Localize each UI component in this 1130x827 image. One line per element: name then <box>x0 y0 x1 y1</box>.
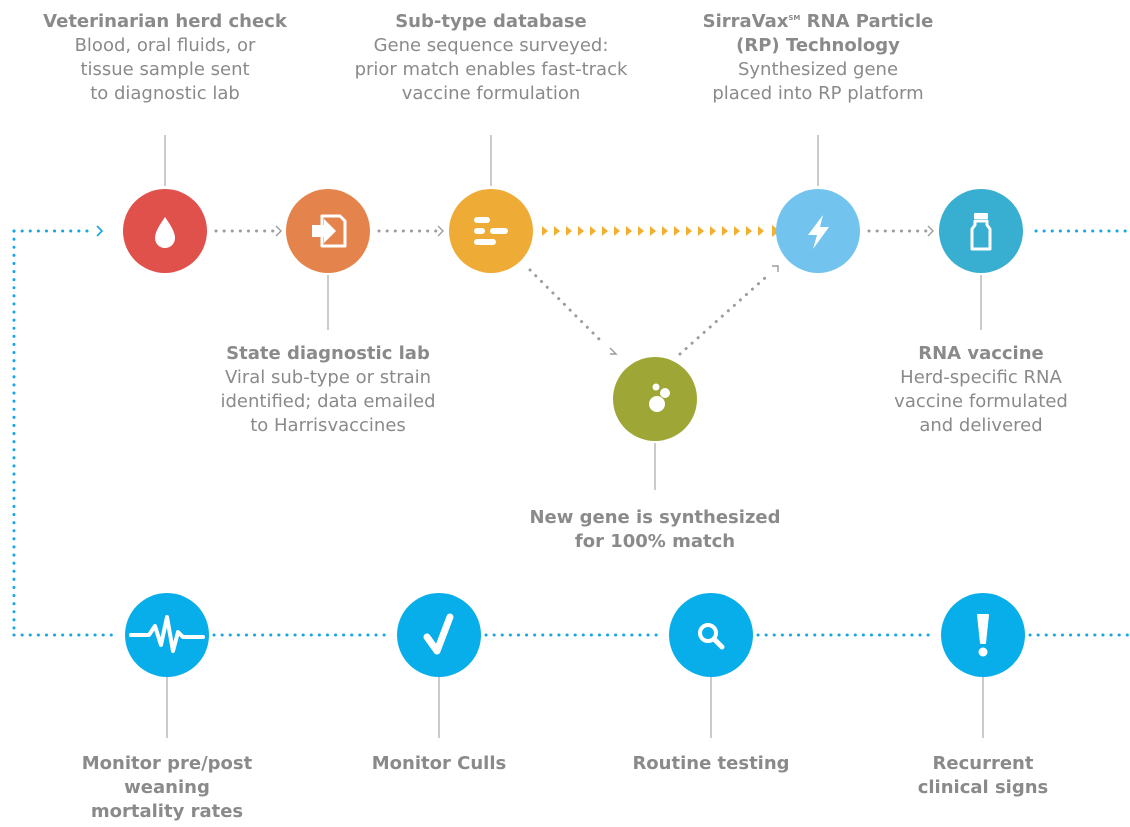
new-gene-node <box>613 357 697 441</box>
monitor-mortality-title-line: weaning <box>124 777 210 798</box>
monitor-mortality-title-line: mortality rates <box>90 801 244 822</box>
state-lab-desc-line: identified; data emailed <box>220 391 436 412</box>
rp-technology-node <box>776 189 860 273</box>
state-lab-desc-line: Viral sub-type or strain <box>224 367 432 388</box>
state-lab-title: State diagnostic lab <box>226 343 430 364</box>
recurrent-signs-title-line: Recurrent <box>932 753 1034 774</box>
database-node <box>449 189 533 273</box>
exclamation-icon <box>977 614 989 657</box>
fast-track-chevron <box>662 226 668 236</box>
rp-technology-desc-line: Synthesized gene <box>737 59 899 80</box>
fast-track-chevron <box>698 226 704 236</box>
fast-track-chevron <box>590 226 596 236</box>
fast-track-chevron <box>566 226 572 236</box>
rna-vaccine-desc-line: vaccine formulated <box>894 391 1068 412</box>
new-gene-title-line: for 100% match <box>574 531 736 552</box>
bottom-row-connectors <box>12 229 1130 637</box>
fast-track-chevron <box>758 226 764 236</box>
database-desc-line: vaccine formulation <box>401 83 581 104</box>
lab-report-icon <box>312 214 347 248</box>
blood-drop-icon <box>155 217 175 248</box>
lab-to-database-arrowhead <box>437 225 444 237</box>
fast-track-chevron <box>722 226 728 236</box>
service-mark: SM <box>788 14 801 22</box>
recurrent-signs-title-line: clinical signs <box>917 777 1049 798</box>
monitor-mortality-title-line: Monitor pre/post <box>81 753 253 774</box>
rna-vaccine-title: RNA vaccine <box>918 343 1044 364</box>
rna-vaccine-label: RNA vaccine Herd-specific RNA vaccine fo… <box>871 342 1091 438</box>
fast-track-chevron <box>638 226 644 236</box>
rp-title-brand: SirraVax <box>702 11 789 32</box>
fast-track-chevron <box>710 226 716 236</box>
herd-to-lab-arrowhead <box>275 225 282 237</box>
rp-technology-label: SirraVaxSM RNA Particle (RP) Technology … <box>678 10 958 106</box>
fast-track-chevron <box>542 226 548 236</box>
herd-check-label: Veterinarian herd check Blood, oral flui… <box>25 10 305 106</box>
rp-technology-title-line2: (RP) Technology <box>736 35 900 56</box>
fast-track-chevron <box>554 226 560 236</box>
gene-to-rp-arrowhead <box>772 265 779 272</box>
monitor-mortality-label: Monitor pre/post weaning mortality rates <box>57 752 277 824</box>
state-lab-label: State diagnostic lab Viral sub-type or s… <box>203 342 453 438</box>
rna-vaccine-desc-line: and delivered <box>919 415 1043 436</box>
feedback-entry-arrowhead <box>96 225 104 237</box>
fast-track-chevron <box>578 226 584 236</box>
heartbeat-icon <box>129 615 205 653</box>
rp-to-vaccine-arrowhead <box>927 225 934 237</box>
magnifier-icon <box>698 623 725 650</box>
vial-icon <box>970 213 992 251</box>
monitor-culls-label: Monitor Culls <box>339 752 539 776</box>
herd-check-desc-line: to diagnostic lab <box>90 83 240 104</box>
database-desc-line: prior match enables fast-track <box>354 59 628 80</box>
routine-testing-title: Routine testing <box>632 753 790 774</box>
top-row-connectors <box>12 225 1130 356</box>
fast-track-chevron <box>602 226 608 236</box>
monitor-mortality-node <box>125 593 209 677</box>
rp-title-rest: RNA Particle <box>800 11 934 32</box>
state-lab-node <box>286 189 370 273</box>
routine-testing-label: Routine testing <box>611 752 811 776</box>
checkmark-icon <box>423 613 454 655</box>
herd-check-title: Veterinarian herd check <box>43 11 287 32</box>
fast-track-chevron <box>746 226 752 236</box>
routine-testing-node <box>669 593 753 677</box>
database-title: Sub-type database <box>395 11 587 32</box>
fast-track-chevron <box>650 226 656 236</box>
fast-track-chevron <box>614 226 620 236</box>
recurrent-signs-label: Recurrent clinical signs <box>883 752 1083 800</box>
fast-track-chevron <box>686 226 692 236</box>
rna-vaccine-desc-line: Herd-specific RNA <box>900 367 1062 388</box>
herd-check-desc-line: tissue sample sent <box>80 59 250 80</box>
vertical-leader-lines <box>164 135 984 738</box>
database-lines-icon <box>474 217 508 245</box>
new-gene-title-line: New gene is synthesized <box>529 507 781 528</box>
herd-check-node <box>123 189 207 273</box>
gene-to-rp-line <box>678 275 768 356</box>
fast-track-chevron <box>734 226 740 236</box>
rna-vaccine-node <box>939 189 1023 273</box>
cells-icon <box>649 383 670 412</box>
fast-track-arrow-line <box>542 225 780 237</box>
database-label: Sub-type database Gene sequence surveyed… <box>336 10 646 106</box>
monitor-culls-title: Monitor Culls <box>371 753 507 774</box>
rp-technology-desc-line: placed into RP platform <box>712 83 924 104</box>
herd-check-desc-line: Blood, oral fluids, or <box>74 35 256 56</box>
fast-track-chevron <box>626 226 632 236</box>
fast-track-chevron <box>674 226 680 236</box>
state-lab-desc-line: to Harrisvaccines <box>250 415 406 436</box>
database-to-gene-arrowhead <box>609 347 618 355</box>
recurrent-signs-node <box>941 593 1025 677</box>
rp-technology-title: SirraVaxSM RNA Particle <box>678 10 958 34</box>
database-to-gene-line <box>528 268 606 346</box>
lightning-bolt-icon <box>808 215 829 249</box>
database-desc-line: Gene sequence surveyed: <box>373 35 609 56</box>
new-gene-label: New gene is synthesized for 100% match <box>515 506 795 554</box>
monitor-culls-node <box>397 593 481 677</box>
